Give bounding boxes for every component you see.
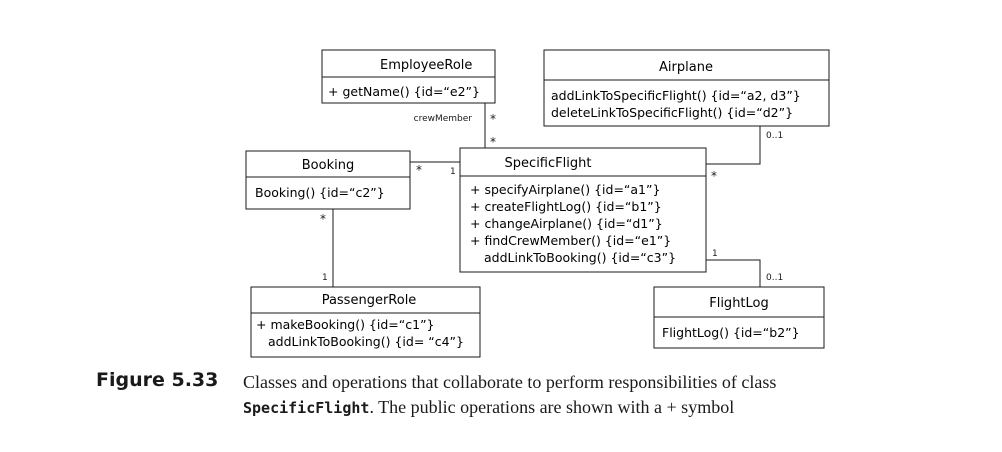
class-name: FlightLog	[709, 296, 769, 311]
operation: deleteLinkToSpecificFlight() {id=“d2”}	[551, 105, 793, 120]
multiplicity-label: 1	[450, 167, 456, 177]
multiplicity-label: *	[711, 169, 717, 183]
class-name: EmployeeRole	[380, 58, 472, 73]
class-flight-log: FlightLog FlightLog() {id=“b2”}	[653, 286, 825, 349]
class-airplane: Airplane addLinkToSpecificFlight() {id=“…	[543, 49, 830, 127]
association-line-airplane-flight	[706, 126, 761, 165]
multiplicity-label: *	[320, 212, 326, 226]
figure-caption: Classes and operations that collaborate …	[243, 370, 903, 421]
operation: + findCrewMember() {id=“e1”}	[470, 233, 671, 248]
multiplicity-label: *	[490, 135, 496, 149]
class-passenger-role: PassengerRole + makeBooking() {id=“c1”} …	[250, 286, 481, 358]
class-specific-flight: SpecificFlight + specifyAirplane() {id=“…	[459, 147, 707, 273]
operation: addLinkToBooking() {id=“c3”}	[484, 250, 676, 265]
operation: addLinkToBooking() {id= “c4”}	[268, 334, 464, 349]
caption-code: SpecificFlight	[243, 399, 370, 417]
class-name: SpecificFlight	[505, 156, 592, 171]
class-name: Booking	[302, 158, 354, 173]
multiplicity-label: 0..1	[766, 131, 783, 141]
multiplicity-label: 1	[322, 273, 328, 283]
class-employee-role: EmployeeRole + getName() {id=“e2”}	[321, 49, 496, 104]
multiplicity-label: *	[416, 163, 422, 177]
multiplicity-label: 0..1	[766, 273, 783, 283]
class-name: PassengerRole	[322, 293, 417, 308]
association-line-flight-log	[706, 259, 761, 287]
operation: + changeAirplane() {id=“d1”}	[470, 216, 663, 231]
class-booking: Booking Booking() {id=“c2”}	[245, 150, 411, 210]
operation: addLinkToSpecificFlight() {id=“a2, d3”}	[551, 88, 801, 103]
multiplicity-label: *	[490, 112, 496, 126]
caption-text: Classes and operations that collaborate …	[243, 372, 777, 392]
multiplicity-label: 1	[712, 249, 718, 259]
operation: Booking() {id=“c2”}	[255, 185, 385, 200]
operation: + specifyAirplane() {id=“a1”}	[470, 182, 660, 197]
caption-text: . The public operations are shown with a…	[369, 397, 735, 417]
operation: + createFlightLog() {id=“b1”}	[470, 199, 662, 214]
operation: + makeBooking() {id=“c1”}	[256, 317, 435, 332]
figure-label: Figure 5.33	[96, 369, 219, 391]
class-diagram: EmployeeRole + getName() {id=“e2”} Airpl…	[245, 49, 830, 358]
class-name: Airplane	[659, 60, 713, 75]
role-name-crew-member: crewMember	[414, 114, 473, 124]
operation: + getName() {id=“e2”}	[328, 84, 480, 99]
operation: FlightLog() {id=“b2”}	[662, 325, 800, 340]
